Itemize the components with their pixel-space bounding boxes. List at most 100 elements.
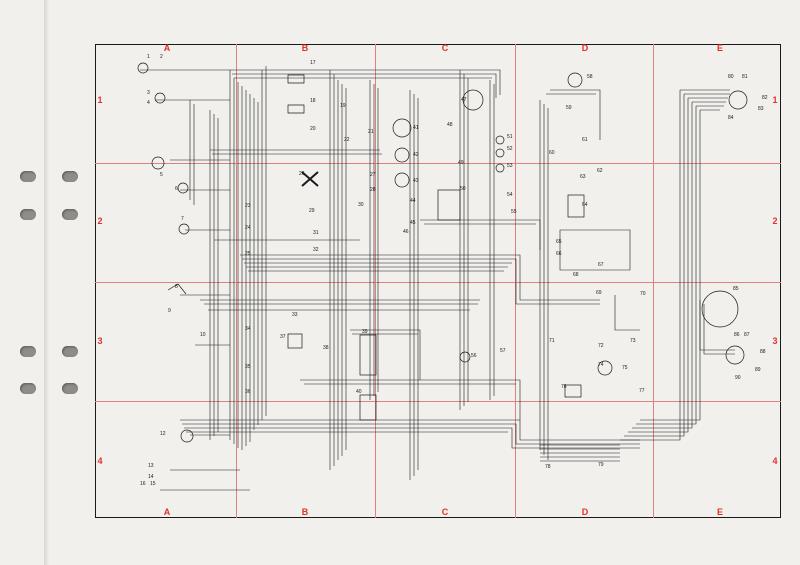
page-fold [44,0,50,565]
lamp-icon [180,429,194,443]
component-number-40: 40 [356,389,362,395]
component-number-46: 46 [403,229,409,235]
component-number-87: 87 [744,332,750,338]
component-number-66: 66 [556,251,562,257]
component-number-9: 9 [168,308,171,314]
component-number-79: 79 [598,462,604,468]
component-number-43: 43 [413,178,419,184]
lamp-icon [151,156,165,170]
component-number-72: 72 [598,343,604,349]
lamp-icon [154,92,166,104]
grid-line-horizontal [95,282,781,283]
component-number-1: 1 [147,54,150,60]
column-label-bottom: E [716,507,724,517]
column-label-top: C [441,43,449,53]
component-number-71: 71 [549,338,555,344]
column-label-bottom: A [163,507,171,517]
row-label-left: 4 [97,456,103,466]
fuse-icon [301,171,319,187]
horn-icon [178,223,190,235]
column-label-top: A [163,43,171,53]
gauge-icon [394,147,410,163]
component-number-3: 3 [147,90,150,96]
component-number-36: 36 [245,389,251,395]
component-number-82: 82 [762,95,768,101]
column-label-top: B [301,43,309,53]
grid-line-vertical [515,44,516,518]
component-number-34: 34 [245,326,251,332]
lamp-icon [459,351,471,363]
grid-line-vertical [653,44,654,518]
component-number-16: 16 [140,481,146,487]
fuse-box-icon [287,333,303,349]
component-number-73: 73 [630,338,636,344]
component-number-30: 30 [358,202,364,208]
component-number-70: 70 [640,291,646,297]
component-number-35: 35 [245,364,251,370]
component-number-38: 38 [323,345,329,351]
column-label-top: E [716,43,724,53]
connector-plug-icon [728,90,748,110]
component-number-83: 83 [758,106,764,112]
grid-line-vertical [375,44,376,518]
binder-hole [20,383,36,394]
component-number-5: 5 [160,172,163,178]
component-number-90: 90 [735,375,741,381]
component-number-50: 50 [460,186,466,192]
component-number-64: 64 [582,202,588,208]
component-number-55: 55 [511,209,517,215]
row-label-right: 4 [772,456,778,466]
binder-hole [62,209,78,220]
lamp-icon [567,72,583,88]
component-number-48: 48 [447,122,453,128]
component-number-27: 27 [370,172,376,178]
horn-icon [167,283,187,295]
component-number-81: 81 [742,74,748,80]
connector-plug-icon [701,290,739,328]
component-number-75: 75 [622,365,628,371]
component-number-25: 25 [245,251,251,257]
component-number-21: 21 [368,129,374,135]
component-number-6: 6 [175,186,178,192]
wire-bundle [140,66,735,491]
connector-block-icon [359,334,377,376]
component-number-80: 80 [728,74,734,80]
component-number-60: 60 [549,150,555,156]
binder-hole [62,346,78,357]
component-number-89: 89 [755,367,761,373]
component-number-31: 31 [313,230,319,236]
component-number-33: 33 [292,312,298,318]
component-number-20: 20 [310,126,316,132]
component-symbols [137,62,748,443]
row-label-left: 1 [97,95,103,105]
grid-line-vertical [236,44,237,518]
component-number-76: 76 [561,384,567,390]
connector-plug-icon [725,345,745,365]
component-number-14: 14 [148,474,154,480]
component-number-44: 44 [410,198,416,204]
binder-hole [20,171,36,182]
component-number-39: 39 [362,329,368,335]
component-number-78: 78 [545,464,551,470]
component-number-56: 56 [471,353,477,359]
gauge-icon [462,89,484,111]
component-number-45: 45 [410,220,416,226]
motor-icon [597,360,613,376]
component-number-77: 77 [639,388,645,394]
component-number-24: 24 [245,225,251,231]
relay-icon [437,189,461,221]
row-label-left: 3 [97,336,103,346]
component-number-22: 22 [344,137,350,143]
gauge-icon [392,118,412,138]
component-number-32: 32 [313,247,319,253]
component-number-41: 41 [413,125,419,131]
row-label-right: 1 [772,95,778,105]
grid-line-horizontal [95,401,781,402]
indicator-lamp-icon [495,163,505,173]
component-number-51: 51 [507,134,513,140]
component-number-37: 37 [280,334,286,340]
switch-icon [564,384,582,398]
component-number-13: 13 [148,463,154,469]
binder-hole [20,346,36,357]
